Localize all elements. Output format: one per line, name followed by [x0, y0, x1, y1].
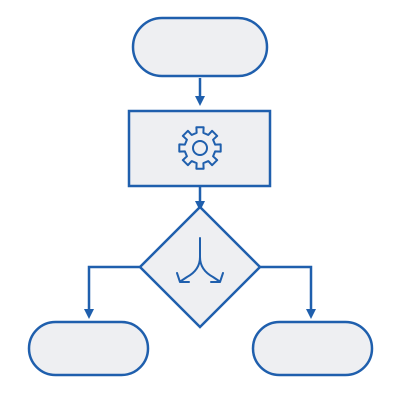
connectors: [84, 78, 316, 319]
end-right-terminal-node: [251, 320, 374, 377]
end-left-terminal-node: [27, 320, 150, 377]
edge-decision-to-end-right: [260, 265, 316, 319]
process-node: [127, 109, 272, 188]
gear-icon: [178, 126, 222, 170]
edge-decision-to-end-left: [84, 265, 140, 319]
split-arrows-icon: [176, 237, 224, 283]
start-terminal-node: [131, 16, 269, 78]
decision-node: [138, 205, 262, 329]
